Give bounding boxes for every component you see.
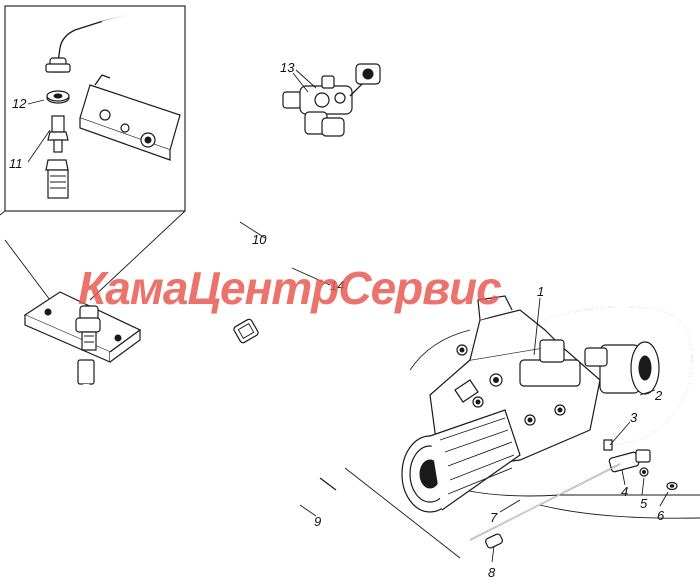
callout-3: 3 bbox=[630, 410, 638, 425]
valve-13 bbox=[282, 63, 381, 137]
callout-8: 8 bbox=[488, 565, 496, 580]
transfer-case bbox=[401, 295, 700, 519]
leader-lines bbox=[27, 72, 669, 563]
callout-14: 14 bbox=[330, 278, 344, 293]
pipe-10 bbox=[91, 100, 296, 311]
callout-labels: 1 2 3 4 5 6 7 8 9 10 11 12 13 14 bbox=[9, 60, 665, 580]
hose-9 bbox=[77, 359, 337, 515]
watermark-text: КамаЦентрСервис bbox=[78, 262, 501, 314]
callout-2: 2 bbox=[654, 388, 663, 403]
callout-1: 1 bbox=[537, 284, 544, 299]
callout-7: 7 bbox=[490, 510, 498, 525]
callout-5: 5 bbox=[640, 496, 648, 511]
callout-10: 10 bbox=[252, 232, 267, 247]
callout-9: 9 bbox=[314, 514, 321, 529]
callout-11: 11 bbox=[9, 156, 23, 171]
detail-inset bbox=[0, 5, 186, 301]
lower-bracket bbox=[23, 291, 142, 363]
pipe-14 bbox=[233, 132, 316, 344]
callout-13: 13 bbox=[280, 60, 295, 75]
callout-12: 12 bbox=[12, 96, 27, 111]
callout-4: 4 bbox=[621, 484, 628, 499]
sensor-4-group bbox=[469, 439, 678, 549]
callout-6: 6 bbox=[657, 508, 665, 523]
